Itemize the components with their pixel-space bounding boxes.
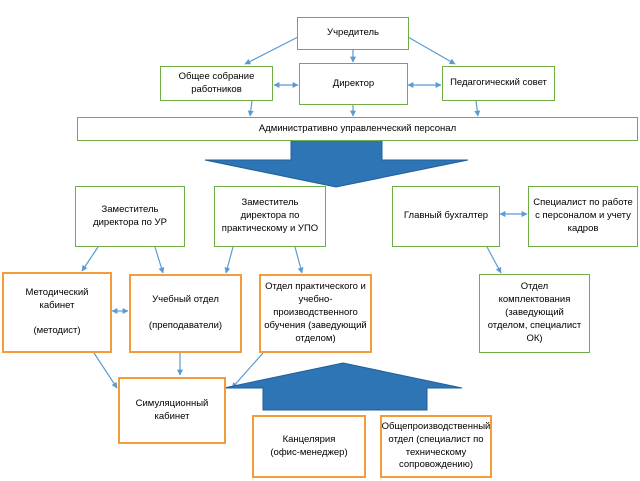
node-admin-staff-label: Административно управленческий персонал: [258, 122, 457, 134]
node-general-prod-dept-label: Общепроизводственный отдел (специалист п…: [381, 420, 491, 471]
node-staffing-dept-label: Отдел комплектования (заведующий отделом…: [487, 281, 582, 344]
node-founder: Учредитель: [297, 17, 409, 50]
node-general-meeting: Общее собрание работников: [160, 66, 273, 101]
arrow-accountant-to-staffing: [486, 246, 502, 274]
node-founder-label: Учредитель: [327, 27, 379, 39]
node-admin-staff: Административно управленческий персонал: [77, 117, 638, 141]
node-general-prod-dept: Общепроизводственный отдел (специалист п…: [380, 415, 492, 478]
node-hr-specialist: Специалист по работе с персоналом и учет…: [528, 186, 638, 247]
node-method-office: Методический кабинет (методист): [2, 272, 112, 353]
big-down-arrow: [204, 138, 469, 188]
arrow-founder-to-ped-council: [407, 36, 456, 65]
arrow-founder-to-general-meeting: [244, 36, 299, 65]
arrow-general-meeting-to-admin: [247, 100, 254, 117]
arrow-deputy-upo-to-study: [224, 246, 234, 274]
node-practice-dept-label: Отдел практического и учебно- производст…: [264, 281, 367, 344]
node-director: Директор: [299, 63, 408, 105]
node-ped-council: Педагогический совет: [442, 66, 555, 101]
node-simulation-office-label: Симуляционный кабинет: [135, 397, 209, 422]
node-simulation-office: Симуляционный кабинет: [118, 377, 226, 444]
node-method-office-label: Методический кабинет (методист): [25, 286, 89, 337]
node-deputy-upo: Заместитель директора по практическому и…: [214, 186, 326, 247]
node-chancellery-label: Канцелярия (офис-менеджер): [270, 433, 348, 458]
arrow-practice-to-simulation: [231, 352, 264, 389]
node-deputy-ur: Заместитель директора по УР: [75, 186, 185, 247]
node-chief-accountant-label: Главный бухгалтер: [403, 210, 489, 222]
node-ped-council-label: Педагогический совет: [450, 77, 547, 89]
arrow-ped-council-to-admin: [474, 100, 481, 117]
arrow-deputy-ur-to-study: [154, 246, 165, 274]
arrow-deputy-upo-to-practice: [294, 246, 304, 274]
node-deputy-ur-label: Заместитель директора по УР: [93, 203, 167, 228]
node-study-dept-label: Учебный отдел (преподаватели): [148, 294, 223, 331]
node-chancellery: Канцелярия (офис-менеджер): [252, 415, 366, 478]
arrow-method-to-simulation: [93, 352, 118, 389]
arrow-deputy-ur-to-method: [81, 246, 99, 272]
node-practice-dept: Отдел практического и учебно- производст…: [259, 274, 372, 353]
node-chief-accountant: Главный бухгалтер: [392, 186, 500, 247]
node-staffing-dept: Отдел комплектования (заведующий отделом…: [479, 274, 590, 353]
node-director-label: Директор: [332, 77, 375, 89]
node-hr-specialist-label: Специалист по работе с персоналом и учет…: [533, 197, 633, 234]
node-general-meeting-label: Общее собрание работников: [178, 70, 255, 95]
node-deputy-upo-label: Заместитель директора по практическому и…: [221, 197, 319, 234]
big-up-arrow: [223, 362, 463, 411]
node-study-dept: Учебный отдел (преподаватели): [129, 274, 242, 353]
